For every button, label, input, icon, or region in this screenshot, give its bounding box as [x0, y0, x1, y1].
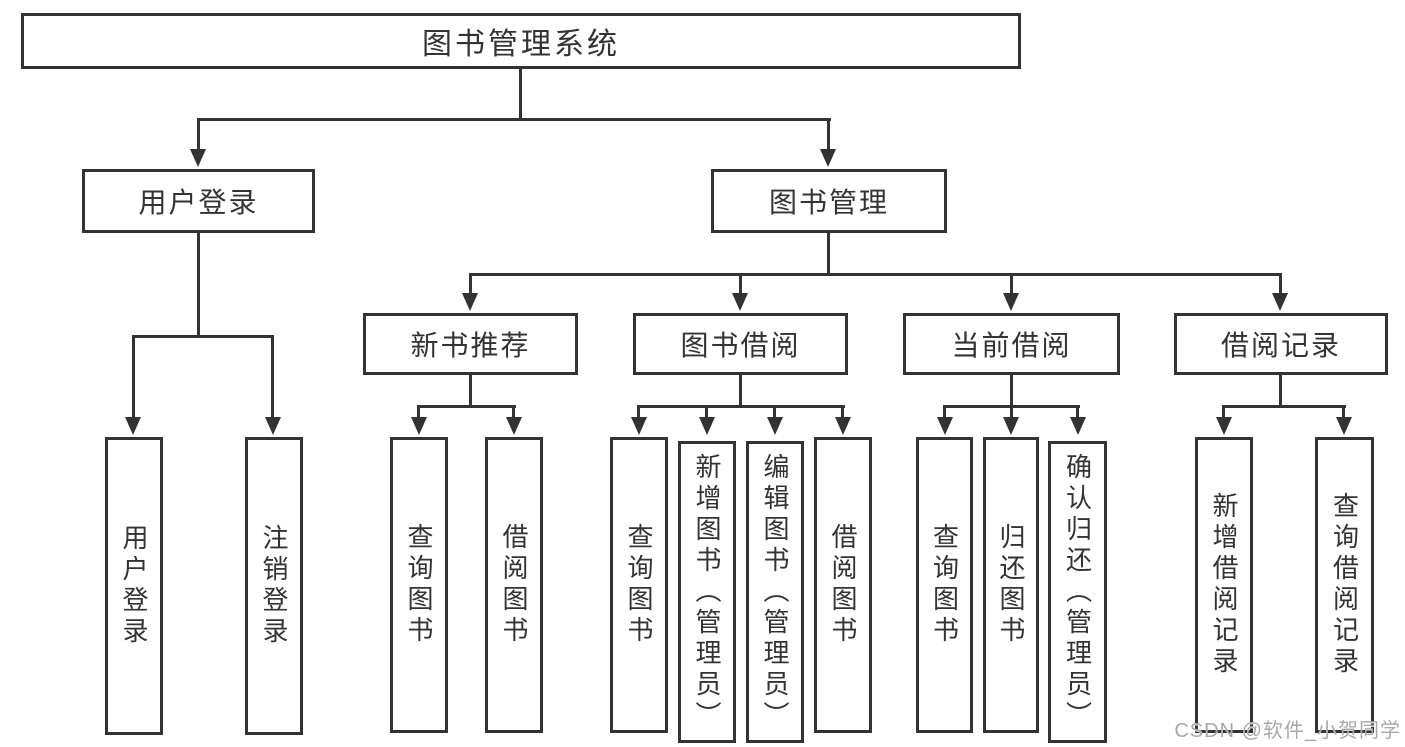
connector-book-mgmt-drop-4	[1279, 273, 1282, 293]
node-user-login: 用户登录	[82, 169, 315, 233]
leaf-user-login: 用户登录	[105, 437, 163, 735]
connector-user-login-stem	[197, 233, 200, 335]
node-borrow-records: 借阅记录	[1174, 313, 1388, 375]
arrowhead-down-icon	[767, 417, 783, 435]
connector-book-mgmt-drop-1	[469, 273, 472, 293]
arrowhead-down-icon	[265, 417, 281, 435]
leaf-logout: 注销登录	[245, 437, 303, 735]
node-new-book-recommend-label: 新书推荐	[410, 330, 531, 361]
arrowhead-down-icon	[190, 149, 206, 167]
arrowhead-down-icon	[1070, 417, 1086, 435]
node-new-book-recommend: 新书推荐	[363, 313, 578, 375]
connector-borrow-drop-2	[705, 405, 708, 417]
leaf-recommend-query-books-label: 查询图书	[404, 523, 434, 647]
leaf-recommend-borrow-books: 借阅图书	[485, 437, 543, 733]
connector-root-stem	[519, 68, 522, 118]
connector-borrow-rail	[637, 405, 845, 408]
csdn-watermark: CSDN @软件_小贺同学	[1174, 720, 1401, 742]
leaf-recommend-query-books: 查询图书	[390, 437, 448, 733]
connector-recommend-rail	[417, 405, 516, 408]
leaf-borrow-query-books: 查询图书	[610, 437, 668, 733]
leaf-borrow-query-books-label: 查询图书	[624, 523, 654, 647]
leaf-borrow-borrow-books-label: 借阅图书	[828, 523, 858, 647]
connector-user-login-drop-2	[271, 335, 274, 417]
connector-borrow-stem	[739, 375, 742, 405]
connector-records-stem	[1279, 375, 1282, 405]
connector-recommend-drop-2	[512, 405, 515, 417]
leaf-query-borrow-record: 查询借阅记录	[1315, 437, 1374, 733]
arrowhead-down-icon	[1272, 293, 1288, 311]
leaf-return-book: 归还图书	[983, 437, 1039, 733]
arrowhead-down-icon	[506, 417, 522, 435]
node-current-borrow-label: 当前借阅	[951, 330, 1072, 361]
connector-borrow-drop-3	[773, 405, 776, 417]
arrowhead-down-icon	[125, 417, 141, 435]
connector-user-login-drop-1	[132, 335, 135, 417]
connector-records-drop-2	[1342, 405, 1345, 417]
arrowhead-down-icon	[835, 417, 851, 435]
node-book-borrow-label: 图书借阅	[680, 330, 801, 361]
connector-current-drop-2	[1010, 405, 1013, 417]
connector-current-drop-3	[1076, 405, 1079, 417]
arrowhead-down-icon	[820, 149, 836, 167]
node-book-borrow: 图书借阅	[633, 313, 848, 375]
arrowhead-down-icon	[1003, 417, 1019, 435]
node-book-management: 图书管理	[711, 169, 947, 233]
node-book-management-label: 图书管理	[768, 187, 889, 218]
connector-current-drop-1	[943, 405, 946, 417]
connector-borrow-drop-4	[841, 405, 844, 417]
arrowhead-down-icon	[937, 417, 953, 435]
connector-book-mgmt-drop-3	[1010, 273, 1013, 293]
arrowhead-down-icon	[411, 417, 427, 435]
connector-book-mgmt-rail	[469, 273, 1282, 276]
connector-root-drop-right	[827, 118, 830, 149]
leaf-confirm-return-admin-label: 确认归还（管理员）	[1062, 452, 1093, 732]
connector-recommend-drop-1	[417, 405, 420, 417]
leaf-borrow-borrow-books: 借阅图书	[814, 437, 872, 733]
connector-borrow-drop-1	[637, 405, 640, 417]
connector-recommend-stem	[469, 375, 472, 405]
arrowhead-down-icon	[1216, 417, 1232, 435]
connector-book-mgmt-drop-2	[739, 273, 742, 293]
leaf-confirm-return-admin: 确认归还（管理员）	[1048, 441, 1107, 743]
leaf-add-book-admin-label: 新增图书（管理员）	[692, 452, 722, 732]
arrowhead-down-icon	[699, 417, 715, 435]
node-borrow-records-label: 借阅记录	[1220, 330, 1341, 361]
leaf-add-borrow-record: 新增借阅记录	[1195, 437, 1253, 733]
leaf-user-login-label: 用户登录	[119, 524, 149, 648]
connector-current-stem	[1010, 375, 1013, 405]
connector-records-drop-1	[1222, 405, 1225, 417]
leaf-edit-book-admin-label: 编辑图书（管理员）	[760, 452, 790, 732]
node-root-label: 图书管理系统	[422, 28, 620, 61]
connector-user-login-rail	[132, 335, 274, 338]
leaf-current-query-books-label: 查询图书	[929, 523, 960, 647]
leaf-query-borrow-record-label: 查询借阅记录	[1329, 492, 1360, 678]
connector-book-mgmt-stem	[827, 233, 830, 273]
node-user-login-label: 用户登录	[138, 187, 259, 218]
arrowhead-down-icon	[631, 417, 647, 435]
leaf-logout-label: 注销登录	[259, 524, 289, 648]
leaf-return-book-label: 归还图书	[996, 523, 1026, 647]
leaf-recommend-borrow-books-label: 借阅图书	[499, 523, 529, 647]
arrowhead-down-icon	[1003, 293, 1019, 311]
leaf-current-query-books: 查询图书	[916, 437, 973, 733]
leaf-add-borrow-record-label: 新增借阅记录	[1209, 492, 1239, 678]
arrowhead-down-icon	[1336, 417, 1352, 435]
arrowhead-down-icon	[462, 293, 478, 311]
node-current-borrow: 当前借阅	[903, 313, 1120, 375]
connector-root-drop-left	[197, 118, 200, 149]
leaf-edit-book-admin: 编辑图书（管理员）	[746, 441, 804, 743]
arrowhead-down-icon	[732, 293, 748, 311]
leaf-add-book-admin: 新增图书（管理员）	[678, 441, 736, 743]
connector-records-rail	[1222, 405, 1346, 408]
node-root: 图书管理系统	[21, 13, 1021, 69]
connector-root-rail	[197, 118, 831, 121]
